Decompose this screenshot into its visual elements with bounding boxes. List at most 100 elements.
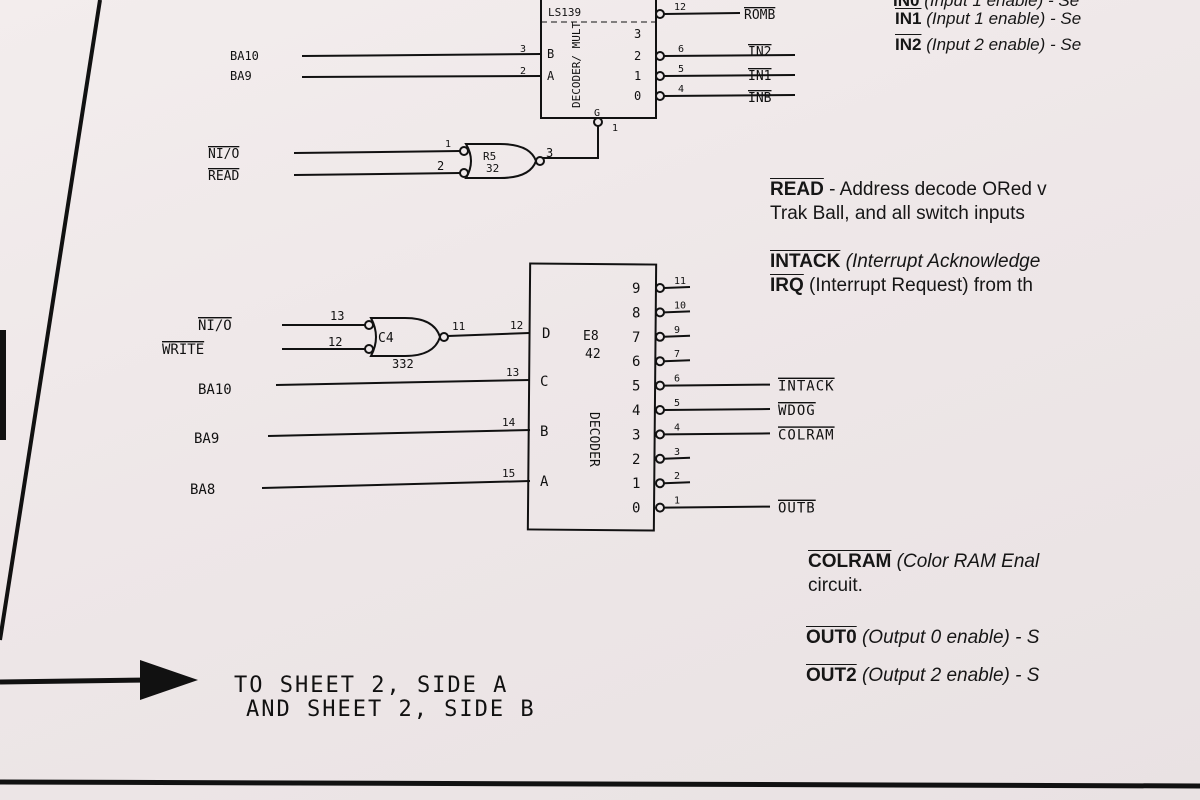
decoder2-output-bubble xyxy=(655,307,665,318)
decoder1-enable-wire xyxy=(540,126,599,159)
gate2-body xyxy=(369,317,442,357)
note-irq-signal: IRQ xyxy=(770,274,804,296)
decoder2-output-num: 6 xyxy=(632,354,640,370)
decoder2-output-wire xyxy=(663,432,771,436)
decoder1-out-top-pin: 12 xyxy=(674,2,686,13)
gate-c4: NI/O 13 WRITE 12 C4 332 11 xyxy=(162,309,530,371)
gate2-input-bubble-2 xyxy=(364,344,374,354)
decoder2-output-num: 5 xyxy=(632,379,640,395)
note-out2-desc: (Output 2 enable) - S xyxy=(856,665,1040,686)
frame-line-left xyxy=(0,0,102,641)
decoder2-output-wire xyxy=(663,310,691,314)
note-colram: COLRAM (Color RAM Enal circuit. xyxy=(808,550,1039,598)
gate1-body xyxy=(464,143,538,179)
decoder1-enable-bubble xyxy=(593,117,603,127)
gate2-input-bubble-1 xyxy=(364,320,374,330)
sheet-arrow xyxy=(0,660,198,700)
note-out2: OUT2 (Output 2 enable) - S xyxy=(806,664,1039,688)
decoder1-enable-g: G xyxy=(594,108,600,119)
decoder2-output-num: 2 xyxy=(632,452,640,468)
note-out2-signal: OUT2 xyxy=(806,665,857,686)
frame-edge-mark xyxy=(0,330,6,440)
decoder1-out2-wire xyxy=(663,54,796,57)
decoder2-pin-14: 14 xyxy=(502,416,516,429)
gate2-input-write: WRITE xyxy=(162,342,204,358)
decoder2-pin-13: 13 xyxy=(506,366,519,379)
decoder1-input-ba10-wire xyxy=(301,53,542,57)
decoder2-port-b: B xyxy=(540,424,548,440)
decoder2-output-signal: INTACK xyxy=(778,379,835,395)
decoder2-output-bubble xyxy=(655,331,665,342)
note-intack-line-1: INTACK (Interrupt Acknowledge xyxy=(770,250,1040,274)
decoder1-out2-pin: 6 xyxy=(678,44,684,55)
decoder2-label: DECODER xyxy=(586,412,601,467)
decoder2-output-pin: 9 xyxy=(674,325,680,336)
gate1-input-bubble-1 xyxy=(459,146,469,156)
decoder2-output-bubble xyxy=(655,283,665,293)
frame-line-bottom xyxy=(0,779,1200,789)
decoder1-input-ba10: BA10 xyxy=(230,49,259,63)
note-read-text: - Address decode ORed v xyxy=(823,179,1047,200)
decoder2-output-pin: 7 xyxy=(674,349,680,360)
decoder2-output-wire xyxy=(663,481,691,485)
gate1-input-nio-wire xyxy=(293,150,461,154)
gate1-id: R5 xyxy=(483,150,496,163)
decoder2-input-ba9-wire xyxy=(267,429,531,437)
note-colram-desc: (Color RAM Enal xyxy=(891,551,1040,572)
decoder2-output-bubble xyxy=(655,453,665,464)
decoder2-output-pin: 2 xyxy=(674,471,680,482)
decoder2-output-pin: 10 xyxy=(674,300,686,311)
note-intack: INTACK (Interrupt Acknowledge IRQ (Inter… xyxy=(770,250,1040,298)
decoder2-output-wire xyxy=(663,359,691,363)
decoder-ls139: LS139 DECODER/ MULT BA10 3 B BA9 2 A 3 2… xyxy=(230,0,796,159)
decoder2-output-wire xyxy=(663,334,691,338)
decoder2-input-ba9: BA9 xyxy=(194,431,219,447)
decoder2-output-signal: COLRAM xyxy=(778,427,835,443)
decoder2-port-d: D xyxy=(542,326,550,342)
note-out0: OUT0 (Output 0 enable) - S xyxy=(806,626,1039,650)
note-out0-signal: OUT0 xyxy=(806,627,857,648)
decoder2-output-signal: WDOG xyxy=(778,403,816,419)
gate1-input-read-wire xyxy=(293,172,461,176)
decoder1-pin-a-num: 2 xyxy=(520,66,526,77)
decoder1-out-top-wire xyxy=(663,12,741,15)
decoder1-out1-wire xyxy=(663,74,796,77)
decoder2-output-bubble xyxy=(655,429,665,440)
note-in1-desc: (Input 1 enable) - Se xyxy=(926,9,1082,28)
decoder2-port-a: A xyxy=(540,474,549,490)
decoder-ls139-part: LS139 xyxy=(548,6,581,19)
decoder1-row-1: 1 xyxy=(634,69,641,83)
decoder-e8: E8 42 DECODER 12 D BA10 13 C BA9 14 B BA… xyxy=(190,262,835,532)
decoder1-output-in2: IN2 xyxy=(748,45,771,60)
decoder1-port-b: B xyxy=(547,47,554,61)
gate2-input-nio: NI/O xyxy=(198,318,232,334)
note-in0-desc: (Input 1 enable) - Se xyxy=(924,0,1080,10)
decoder2-output-signal: OUTB xyxy=(778,501,816,517)
decoder2-output-wire xyxy=(663,505,771,509)
note-in2-desc: (Input 2 enable) - Se xyxy=(926,35,1082,54)
handwritten-line-2: AND SHEET 2, SIDE B xyxy=(246,697,536,722)
gate2-num: 332 xyxy=(392,357,414,371)
decoder1-out0-bubble xyxy=(655,91,665,101)
decoder2-output-pin: 4 xyxy=(674,422,680,433)
decoder2-output-wire xyxy=(663,286,691,289)
decoder1-out0-pin: 4 xyxy=(678,84,684,95)
note-read-line-2: Trak Ball, and all switch inputs xyxy=(770,202,1025,224)
gate1-pin-1: 1 xyxy=(445,139,451,150)
decoder1-input-ba9-wire xyxy=(301,75,542,78)
gate2-output-bubble xyxy=(439,332,449,342)
gate2-pin-11: 11 xyxy=(452,320,465,333)
note-in2-signal: IN2 xyxy=(895,35,922,54)
decoder1-out-top-bubble xyxy=(655,9,665,19)
decoder2-port-c: C xyxy=(540,374,548,390)
decoder2-d-pin: 12 xyxy=(510,319,523,332)
decoder1-output-romb: ROMB xyxy=(744,8,775,23)
decoder2-input-ba8: BA8 xyxy=(190,482,215,498)
gate1-pin-2: 2 xyxy=(437,159,444,173)
decoder1-row-2: 2 xyxy=(634,49,641,63)
note-irq-line: IRQ (Interrupt Request) from th xyxy=(770,274,1040,298)
decoder1-out1-pin: 5 xyxy=(678,64,684,75)
